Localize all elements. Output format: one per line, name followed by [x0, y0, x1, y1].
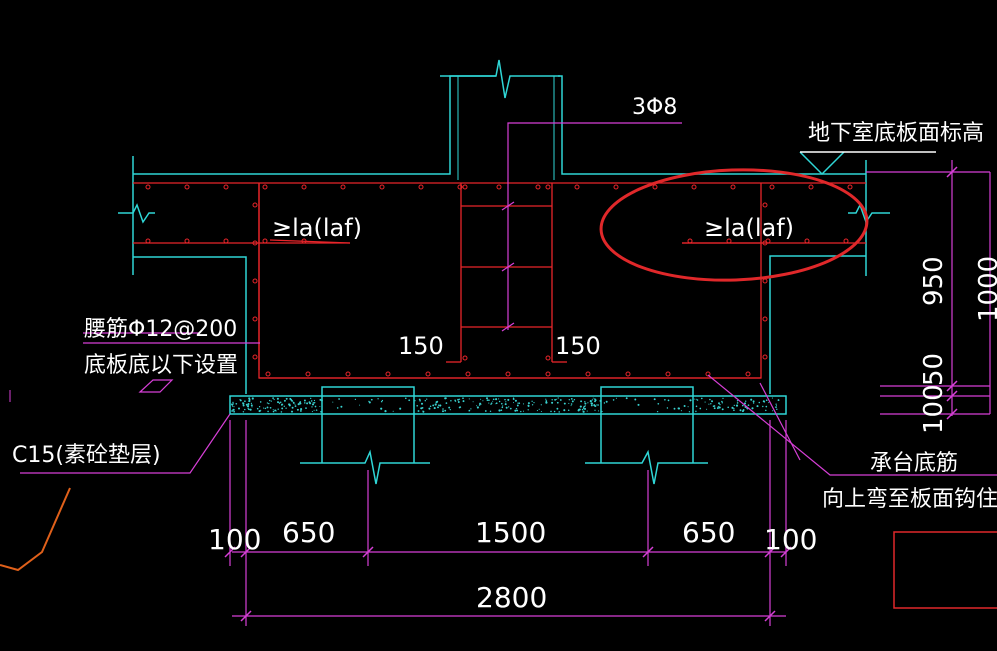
cap-bar-leader	[707, 374, 997, 476]
dim-50: 50	[919, 353, 949, 386]
anchor-label-left: ≥la(laf)	[272, 214, 362, 242]
elevation-note: 地下室底板面标高	[808, 121, 984, 146]
dim-100-vertical: 100	[919, 384, 949, 434]
right-bracket	[893, 531, 997, 609]
dim-950: 950	[919, 256, 949, 306]
rebar	[133, 182, 866, 379]
column-tick-2	[501, 262, 515, 272]
cushion-hatch	[231, 397, 780, 413]
cap-bottom-bar-label: 承台底筋	[870, 451, 958, 476]
column-tick-3	[501, 322, 515, 332]
rebar-dots	[145, 184, 853, 377]
cushion-leader	[20, 413, 231, 474]
pile-right-break	[585, 449, 708, 485]
annotations: 3Φ8 地下室底板面标高 ≥la(laf) ≥la(laf) 腰筋Φ12@200…	[12, 95, 997, 614]
pile-left-break	[300, 449, 430, 485]
dim-100-right: 100	[764, 523, 817, 556]
column-break-symbol	[440, 59, 560, 99]
dim-1500: 1500	[475, 516, 546, 549]
cushion-label: C15(素砼垫层)	[12, 443, 161, 468]
dim-v-ticks	[946, 166, 958, 420]
slab-top-left	[133, 75, 496, 175]
slab-right-break	[848, 203, 890, 224]
stirrup-label: 3Φ8	[632, 95, 677, 120]
cap-left-outline	[133, 256, 247, 394]
anchor-label-right: ≥la(laf)	[704, 214, 794, 242]
waist-bar-marker	[138, 379, 174, 393]
concrete-outline	[118, 59, 936, 485]
dim-100-left: 100	[208, 523, 261, 556]
cap-side-bar-left	[258, 183, 762, 379]
dim-650-left: 650	[282, 516, 335, 549]
cap-right-outline	[769, 255, 866, 394]
waist-bar-label-2: 底板底以下设置	[84, 353, 238, 378]
dim-ticks	[224, 546, 792, 622]
pile-right	[600, 386, 694, 463]
dim-2800: 2800	[476, 581, 547, 614]
anchor-left-leader	[269, 239, 351, 244]
elevation-triangle	[799, 151, 845, 176]
dimension-lines	[20, 122, 997, 626]
column-right-face	[558, 75, 866, 175]
waist-bar-label: 腰筋Φ12@200	[84, 317, 237, 342]
cap-bar-leader-2	[759, 382, 801, 461]
pile-left	[321, 386, 415, 463]
dim-150-right: 150	[555, 332, 601, 360]
dim-1000-vertical: 1000	[974, 256, 997, 322]
slab-left-break	[118, 203, 155, 224]
dim-650-right: 650	[682, 516, 735, 549]
c15-cushion-outline	[229, 395, 787, 415]
sketch-curve	[0, 487, 71, 572]
dim-150-left: 150	[398, 332, 444, 360]
stirrup-leader	[507, 122, 682, 330]
highlight-ellipse	[599, 168, 869, 282]
cap-bottom-bar-note: 向上弯至板面钩住板面拉筋	[822, 487, 997, 512]
column-tick-1	[501, 201, 515, 211]
